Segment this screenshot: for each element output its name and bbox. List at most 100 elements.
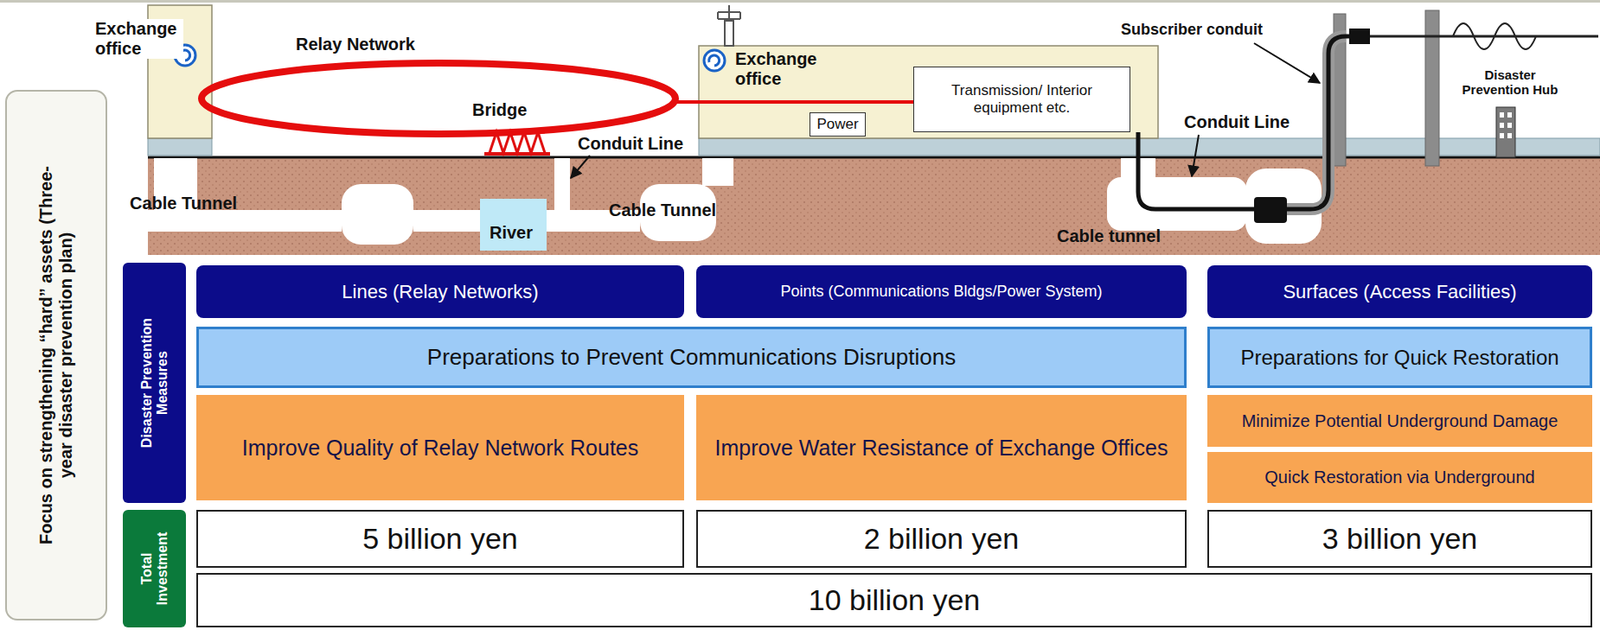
utility-pole	[1333, 10, 1440, 167]
exchange-building	[147, 5, 1159, 139]
exchange-icon	[709, 55, 720, 66]
investment-box: 5 billion yen	[196, 510, 685, 569]
measure-box: Improve Quality of Relay Network Routes	[196, 395, 685, 501]
cable-tunnel	[147, 210, 342, 232]
part-label: Bridge	[472, 100, 527, 121]
node-text: Disaster Prevention Measures	[138, 300, 171, 466]
power-box: Power	[809, 112, 866, 137]
relay-ring	[201, 63, 676, 135]
cable	[1254, 197, 1287, 224]
node-text: Transmission/ Interior equipment etc.	[922, 82, 1121, 116]
utility-pole	[1425, 10, 1440, 167]
ground	[147, 157, 1600, 256]
category-header: Lines (Relay Networks)	[196, 265, 685, 319]
node-text: 5 billion yen	[362, 522, 519, 557]
ground	[147, 156, 1600, 160]
equipment-box: Transmission/ Interior equipment etc.	[913, 66, 1131, 133]
node-text: Minimize Potential Underground Damage	[1241, 411, 1559, 432]
building-slab	[147, 138, 212, 156]
node-text: Preparations for Quick Restoration	[1240, 345, 1559, 371]
exchange-office: Exchange officePower Transmission/ Interi…	[698, 45, 1159, 139]
river	[480, 198, 547, 251]
bridge	[484, 152, 551, 156]
disaster-hub-building	[1499, 133, 1504, 139]
part-label: Conduit Line	[1184, 112, 1290, 133]
overhead-wire	[1369, 35, 1599, 39]
cable-tunnel	[702, 158, 734, 186]
antenna	[717, 5, 741, 46]
plan-panel: Focus on strengthening “hard” assets (Th…	[5, 89, 108, 621]
disaster-hub-building	[1496, 107, 1516, 158]
node-text: Improve Water Resistance of Exchange Off…	[715, 435, 1169, 461]
exchange-icon	[174, 44, 725, 71]
exchange-office-label: Exchange office	[93, 19, 187, 70]
leader-line	[570, 43, 1320, 179]
exchange-building	[698, 45, 1159, 139]
node-text: Improve Quality of Relay Network Routes	[242, 435, 640, 461]
part-label: River	[489, 223, 533, 244]
node-text: Total Investment	[138, 519, 171, 620]
goal-box: Preparations for Quick Restoration	[1207, 326, 1593, 389]
cable-tunnel	[413, 210, 480, 232]
exchange-icon	[704, 50, 725, 71]
ground	[147, 157, 1600, 256]
network-label: Relay Network	[295, 34, 416, 55]
node-text: 10 billion yen	[808, 583, 980, 618]
relay-feed-line	[671, 100, 914, 104]
node-text: Lines (Relay Networks)	[341, 281, 538, 303]
antenna	[716, 12, 719, 20]
overhead-wire	[1452, 23, 1536, 50]
disaster-hub-building	[1507, 133, 1512, 139]
disaster-hub-building	[1499, 122, 1504, 128]
part-label: Conduit Line	[577, 134, 684, 154]
part-label: Disaster Prevention Hub	[1452, 67, 1568, 98]
node-text: 3 billion yen	[1322, 522, 1479, 557]
part-label: Subscriber conduit	[1120, 20, 1263, 39]
measure-box: Minimize Potential Underground Damage	[1207, 395, 1593, 448]
disaster-hub-building	[1499, 112, 1504, 118]
node-text: Exchange office	[93, 19, 184, 59]
cable	[1349, 28, 1370, 45]
node-text: 2 billion yen	[864, 522, 1020, 557]
goal-box: Preparations to Prevent Communications D…	[196, 326, 1187, 389]
part-label: Cable tunnel	[1056, 226, 1161, 247]
leader-line	[1191, 134, 1199, 177]
total-box: 10 billion yen	[196, 573, 1593, 628]
disaster-hub-building	[1507, 112, 1512, 118]
leader-line	[1254, 43, 1320, 84]
cable-tunnel	[1107, 177, 1248, 231]
node-text: Exchange office	[735, 49, 831, 90]
category-header: Surfaces (Access Facilities)	[1207, 265, 1593, 319]
node-text: Power	[816, 115, 858, 134]
measure-box: Improve Water Resistance of Exchange Off…	[696, 395, 1187, 501]
antenna	[728, 5, 730, 21]
antenna	[724, 20, 734, 46]
building-slab	[147, 138, 1600, 156]
node-text: Surfaces (Access Facilities)	[1282, 281, 1517, 303]
side-band: Disaster Prevention Measures	[122, 262, 186, 504]
cable-tunnel	[554, 158, 570, 212]
cable	[1138, 28, 1370, 224]
side-band: Total Investment	[122, 510, 186, 628]
category-header: Points (Communications Bldgs/Power Syste…	[696, 265, 1187, 319]
part-label: Cable Tunnel	[129, 193, 237, 214]
disaster-hub-building	[1496, 107, 1516, 158]
investment-box: 2 billion yen	[696, 510, 1187, 569]
part-label: Cable Tunnel	[608, 200, 717, 221]
building-slab	[698, 138, 1600, 156]
top-rule	[0, 0, 1600, 3]
overhead-wire	[1369, 23, 1599, 50]
node-text: Points (Communications Bldgs/Power Syste…	[780, 282, 1102, 301]
disaster-hub-building	[1507, 122, 1512, 128]
node-text: Focus on strengthening “hard” assets (Th…	[36, 165, 77, 546]
leader-line	[570, 155, 590, 179]
cable	[1138, 36, 1351, 210]
cable-tunnel	[341, 184, 414, 245]
subscriber-conduit	[1286, 36, 1346, 210]
node-text: Preparations to Prevent Communications D…	[427, 345, 956, 372]
node-text: Quick Restoration via Underground	[1264, 467, 1535, 488]
antenna	[739, 12, 742, 20]
